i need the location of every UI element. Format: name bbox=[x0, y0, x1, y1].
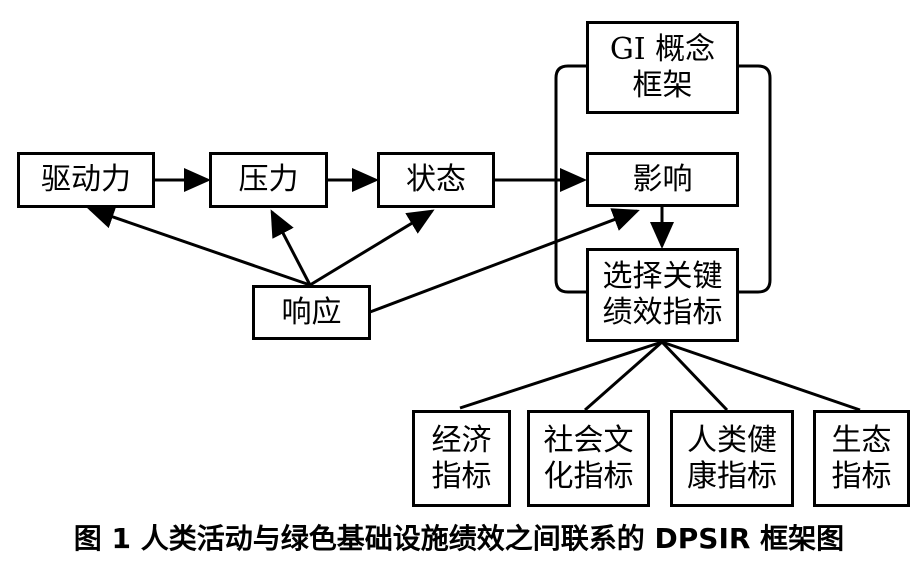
node-human-health-line1: 人类健 bbox=[687, 422, 777, 458]
line-to-ecological bbox=[661, 340, 861, 412]
node-economic-line1: 经济 bbox=[431, 422, 492, 458]
node-key-indicators-line1: 选择关键 bbox=[602, 259, 723, 294]
line-to-socio-cultural bbox=[584, 340, 663, 412]
line-to-human-health bbox=[660, 340, 729, 412]
node-ecological-line2: 指标 bbox=[831, 458, 892, 494]
node-key-indicators-line2: 绩效指标 bbox=[602, 295, 723, 330]
node-socio-cultural: 社会文 化指标 bbox=[527, 410, 650, 507]
node-pressure-label: 压力 bbox=[238, 162, 299, 197]
node-impact-label: 影响 bbox=[632, 161, 693, 197]
framework-bracket-right bbox=[738, 64, 772, 294]
node-gi-framework: GI 概念 框架 bbox=[586, 21, 739, 114]
node-impact: 影响 bbox=[586, 152, 739, 207]
node-driving-force-label: 驱动力 bbox=[41, 162, 131, 197]
node-driving-force: 驱动力 bbox=[17, 152, 155, 208]
node-economic-line2: 指标 bbox=[431, 458, 492, 494]
node-socio-cultural-line1: 社会文 bbox=[543, 422, 634, 458]
node-economic: 经济 指标 bbox=[412, 410, 511, 507]
node-gi-framework-line2: 框架 bbox=[632, 67, 693, 103]
node-response-label: 响应 bbox=[281, 294, 342, 330]
node-key-indicators: 选择关键 绩效指标 bbox=[586, 248, 739, 342]
node-ecological: 生态 指标 bbox=[813, 410, 910, 507]
node-pressure: 压力 bbox=[209, 152, 328, 208]
figure-caption: 图 1 人类活动与绿色基础设施绩效之间联系的 DPSIR 框架图 bbox=[73, 522, 845, 555]
node-ecological-line1: 生态 bbox=[831, 422, 892, 458]
node-gi-framework-line1: GI 概念 bbox=[609, 31, 716, 67]
node-state: 状态 bbox=[377, 152, 495, 208]
line-to-economic bbox=[459, 340, 663, 410]
arrow-response-to-pressure bbox=[270, 209, 312, 286]
node-human-health-line2: 康指标 bbox=[687, 458, 777, 494]
node-human-health: 人类健 康指标 bbox=[670, 410, 794, 507]
arrow-response-to-driving-force bbox=[87, 205, 311, 287]
node-socio-cultural-line2: 化指标 bbox=[543, 458, 634, 494]
node-state-label: 状态 bbox=[406, 162, 466, 197]
node-response: 响应 bbox=[252, 285, 371, 340]
arrow-response-to-state bbox=[309, 209, 435, 287]
arrow-response-to-impact bbox=[369, 208, 640, 314]
